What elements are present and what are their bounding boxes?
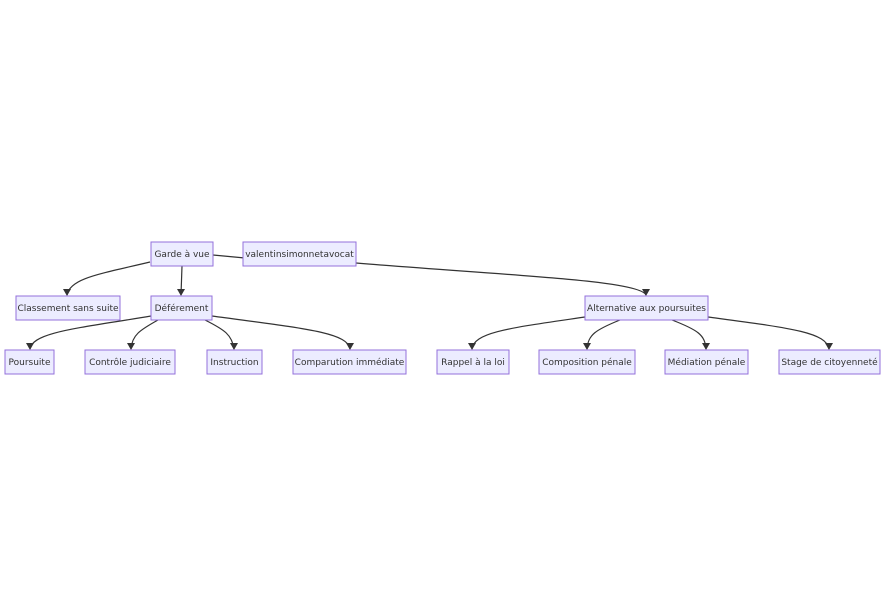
edge-deferement-to-instruction	[204, 319, 235, 350]
node-controle: Contrôle judiciaire	[84, 349, 176, 375]
node-box-rappel	[436, 349, 510, 375]
node-poursuite: Poursuite	[4, 349, 55, 375]
node-stage: Stage de citoyenneté	[778, 349, 881, 375]
arrowhead-poursuite	[26, 343, 34, 350]
node-label-author: valentinsimonnetavocat	[245, 250, 354, 260]
edge-deferement-to-controle	[130, 319, 159, 350]
node-label-garde: Garde à vue	[154, 250, 210, 260]
edge-garde-to-alternative	[212, 254, 647, 296]
edge-alternative-to-composition	[586, 319, 621, 350]
node-label-deferement: Déférement	[155, 303, 209, 314]
arrowhead-comparution	[346, 343, 354, 350]
node-box-alternative	[584, 295, 709, 321]
node-box-classement	[15, 295, 121, 321]
edge-garde-to-classement	[66, 261, 151, 296]
node-box-instruction	[206, 349, 263, 375]
node-mediation: Médiation pénale	[664, 349, 749, 375]
node-box-comparution	[292, 349, 407, 375]
node-author: valentinsimonnetavocat	[242, 241, 357, 267]
node-label-rappel: Rappel à la loi	[441, 358, 505, 368]
node-comparution: Comparution immédiate	[292, 349, 407, 375]
node-box-stage	[778, 349, 881, 375]
arrowhead-composition	[583, 343, 591, 350]
arrowhead-stage	[825, 343, 833, 350]
node-label-instruction: Instruction	[210, 358, 258, 368]
node-deferement: Déférement	[150, 295, 213, 321]
node-garde: Garde à vue	[150, 241, 214, 267]
node-label-controle: Contrôle judiciaire	[89, 357, 171, 368]
node-alternative: Alternative aux poursuites	[584, 295, 709, 321]
arrowhead-rappel	[468, 343, 476, 350]
node-label-composition: Composition pénale	[542, 357, 632, 368]
node-label-alternative: Alternative aux poursuites	[587, 304, 706, 314]
node-label-classement: Classement sans suite	[17, 304, 118, 314]
edges-layer	[26, 254, 833, 350]
node-label-comparution: Comparution immédiate	[295, 357, 405, 368]
node-classement: Classement sans suite	[15, 295, 121, 321]
node-label-mediation: Médiation pénale	[668, 357, 746, 368]
nodes-layer: Garde à vue valentinsimonnetavocatClassem…	[4, 241, 881, 375]
arrowhead-controle	[127, 343, 135, 350]
edge-alternative-to-stage	[707, 316, 830, 350]
node-label-poursuite: Poursuite	[9, 358, 51, 368]
node-box-deferement	[150, 295, 213, 321]
arrowhead-classement	[63, 289, 71, 296]
node-box-author	[242, 241, 357, 267]
edge-alternative-to-rappel	[471, 316, 586, 350]
node-box-garde	[150, 241, 214, 267]
node-composition: Composition pénale	[538, 349, 636, 375]
arrowhead-alternative	[642, 289, 650, 296]
node-rappel: Rappel à la loi	[436, 349, 510, 375]
node-box-poursuite	[4, 349, 55, 375]
arrowhead-instruction	[230, 343, 238, 350]
arrowhead-mediation	[702, 343, 710, 350]
node-box-controle	[84, 349, 176, 375]
node-box-mediation	[664, 349, 749, 375]
arrowhead-deferement	[177, 289, 185, 296]
node-label-stage: Stage de citoyenneté	[781, 357, 878, 368]
node-instruction: Instruction	[206, 349, 263, 375]
edge-alternative-to-mediation	[671, 319, 707, 350]
node-box-composition	[538, 349, 636, 375]
